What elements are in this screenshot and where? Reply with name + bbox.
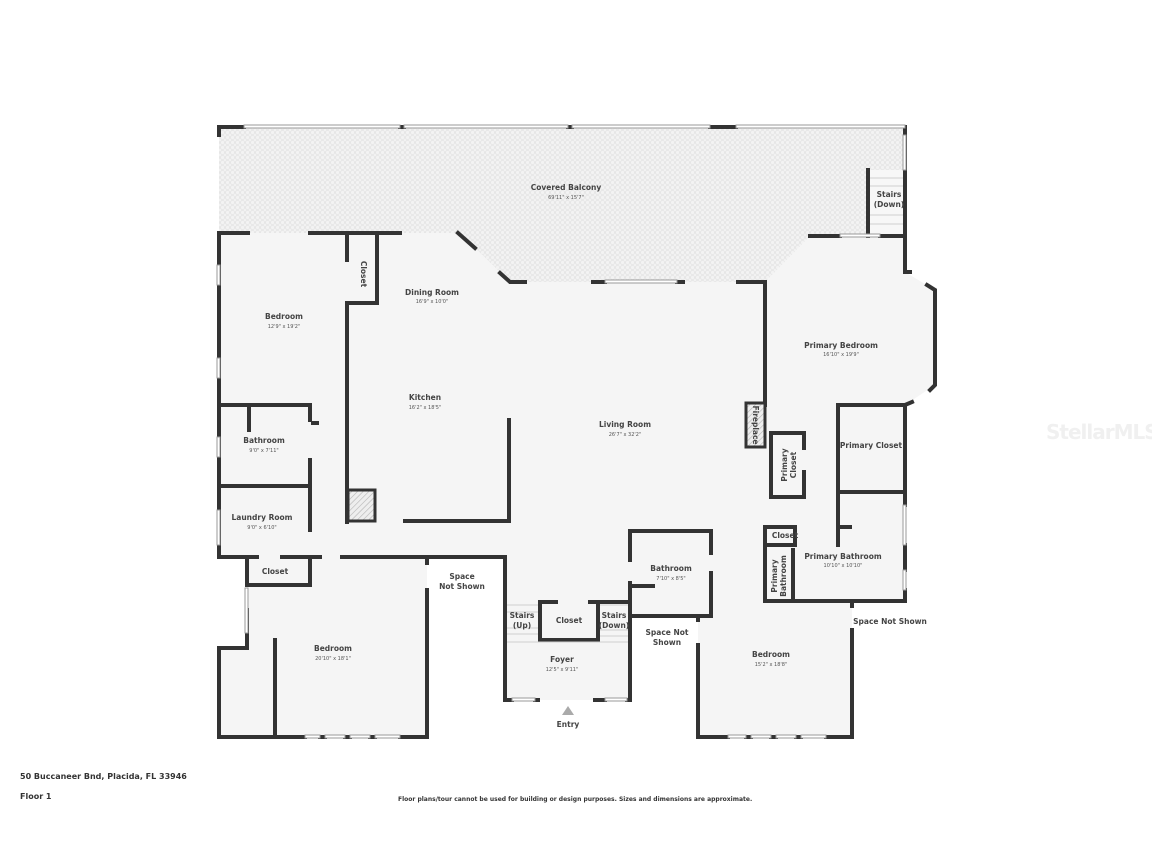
room-name-line1: Primary (780, 448, 789, 481)
room-stairs-down-foyer: Stairs (Down) (599, 611, 630, 630)
label-line2: Shown (653, 638, 681, 647)
room-bathroom-w: Bathroom 9'0" x 7'11" (243, 436, 285, 454)
room-bedroom-nw: Bedroom 12'9" x 19'2" (265, 312, 303, 330)
room-kitchen: Kitchen 16'2" x 18'5" (409, 393, 442, 411)
interior-floor (219, 233, 935, 737)
room-stairs-up: Stairs (Up) (510, 611, 535, 630)
room-name: Primary Bedroom (804, 341, 878, 350)
stairs-label-line2: (Up) (513, 621, 531, 630)
room-name: Fireplace (751, 405, 760, 444)
room-primary-bedroom: Primary Bedroom 16'10" x 19'9" (804, 341, 878, 358)
room-closet-nw: Closet (359, 261, 368, 288)
room-name: Bedroom (265, 312, 303, 321)
room-name: Kitchen (409, 393, 441, 402)
room-name-line2: Closet (789, 451, 798, 478)
kitchen-column (346, 488, 377, 523)
room-primary-closet: Primary Closet (840, 441, 903, 450)
room-name: Bathroom (650, 564, 692, 573)
windows (216, 124, 907, 739)
floor-label: Floor 1 (20, 792, 52, 801)
stairs-label-line2: (Down) (874, 200, 905, 209)
label-line2: Not Shown (439, 582, 485, 591)
room-dimensions: 7'10" x 8'5" (656, 576, 685, 582)
disclaimer: Floor plans/tour cannot be used for buil… (398, 796, 753, 803)
room-primary-bathroom-small: Primary Bathroom (770, 555, 788, 597)
room-name: Laundry Room (232, 513, 293, 522)
room-living-room: Living Room 26'7" x 32'2" (599, 420, 651, 438)
room-name: Living Room (599, 420, 651, 429)
room-dimensions: 16'2" x 18'5" (409, 405, 442, 411)
walls (217, 125, 937, 739)
room-dimensions: 12'9" x 19'2" (268, 324, 301, 330)
room-dining-room: Dining Room 16'9" x 10'0" (405, 288, 459, 305)
label-line1: Space Not (646, 628, 689, 637)
entry-marker: Entry (557, 706, 580, 729)
entry-label: Entry (557, 720, 580, 729)
room-stairs-down-balcony: Stairs (Down) (874, 190, 905, 209)
room-name: Primary Bathroom (804, 552, 882, 561)
room-name: Bedroom (314, 644, 352, 653)
fireplace (744, 401, 767, 449)
room-name: Closet (262, 567, 289, 576)
room-primary-closet-small: Primary Closet (780, 448, 798, 481)
room-name-line2: Bathroom (779, 555, 788, 597)
room-name-line1: Primary (770, 559, 779, 592)
room-dimensions: 16'10" x 19'9" (823, 352, 859, 358)
stairs-label-line1: Stairs (510, 611, 535, 620)
property-address: 50 Buccaneer Bnd, Placida, FL 33946 (20, 772, 187, 781)
room-dimensions: 16'9" x 10'0" (416, 299, 449, 305)
room-bedroom-se: Bedroom 15'2" x 18'8" (752, 650, 790, 668)
space-not-shown-1: Space Not Shown (439, 572, 485, 591)
watermark: StellarMLS (1046, 420, 1152, 444)
entry-arrow-icon (562, 706, 574, 715)
room-closet-foyer: Closet (556, 616, 583, 625)
room-dimensions: 15'2" x 18'8" (755, 662, 788, 668)
room-name: Covered Balcony (531, 183, 602, 192)
room-dimensions: 20'10" x 18'1" (315, 656, 351, 662)
room-fireplace: Fireplace (751, 405, 760, 444)
room-name: Primary Closet (840, 441, 903, 450)
stairs-label-line2: (Down) (599, 621, 630, 630)
room-dimensions: 9'0" x 7'11" (249, 448, 278, 454)
space-not-shown-3: Space Not Shown (853, 617, 927, 626)
foyer-stairs (507, 604, 628, 643)
room-name: Bedroom (752, 650, 790, 659)
balcony-stairs-down (868, 170, 905, 236)
room-primary-bathroom: Primary Bathroom 10'10" x 10'10" (804, 552, 882, 569)
room-name: Closet (772, 531, 799, 540)
room-dimensions: 9'0" x 6'10" (247, 525, 276, 531)
label-line1: Space (449, 572, 474, 581)
room-name: Bathroom (243, 436, 285, 445)
covered-balcony (219, 127, 905, 282)
stairs-label-line1: Stairs (877, 190, 902, 199)
room-dimensions: 26'7" x 32'2" (609, 432, 642, 438)
stairs-label-line1: Stairs (602, 611, 627, 620)
room-bedroom-sw: Bedroom 20'10" x 18'1" (314, 644, 352, 662)
room-closet-w: Closet (262, 567, 289, 576)
room-name: Closet (556, 616, 583, 625)
room-closet-e: Closet (772, 531, 799, 540)
room-dimensions: 12'5" x 9'11" (546, 667, 579, 673)
room-dimensions: 69'11" x 15'7" (548, 195, 584, 201)
room-name: Dining Room (405, 288, 459, 297)
room-dimensions: 10'10" x 10'10" (824, 563, 863, 569)
room-name: Closet (359, 261, 368, 288)
room-covered-balcony: Covered Balcony 69'11" x 15'7" (531, 183, 602, 201)
space-not-shown-2: Space Not Shown (646, 628, 689, 647)
room-laundry-room: Laundry Room 9'0" x 6'10" (232, 513, 293, 531)
label-text: Space Not Shown (853, 617, 927, 626)
room-foyer: Foyer 12'5" x 9'11" (546, 655, 579, 673)
room-bathroom-s: Bathroom 7'10" x 8'5" (650, 564, 692, 582)
room-name: Foyer (550, 655, 574, 664)
